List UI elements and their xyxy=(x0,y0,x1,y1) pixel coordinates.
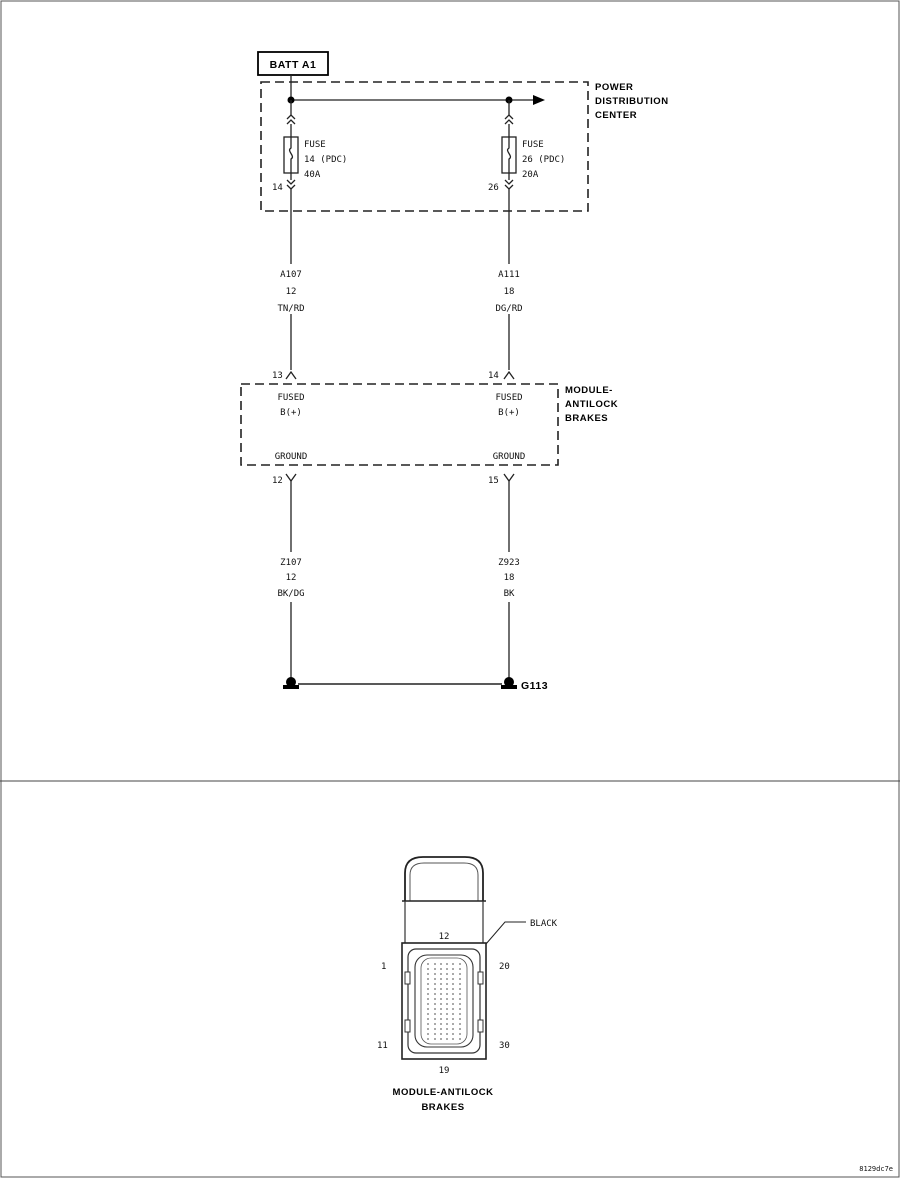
ground-label: G113 xyxy=(521,680,548,692)
pdc-outline xyxy=(260,81,589,212)
fuse-26-line-3: 20A xyxy=(522,170,539,180)
connector-chevron-icon xyxy=(286,179,296,190)
module-input-2-line-1: FUSED xyxy=(495,393,522,403)
input-connector-icon xyxy=(503,370,515,380)
batt-source-label: BATT A1 xyxy=(270,59,317,71)
module-title-line-3: BRAKES xyxy=(565,413,608,424)
module-input-1-line-2: B(+) xyxy=(280,408,302,418)
fuse-14-line-1: FUSE xyxy=(304,140,326,150)
connector-title-line-1: MODULE-ANTILOCK xyxy=(393,1087,494,1098)
connector-chevron-icon xyxy=(504,179,514,190)
fuse-14 xyxy=(283,100,299,190)
pdc-title-line-3: CENTER xyxy=(595,110,637,121)
wire-label-bg xyxy=(493,552,525,602)
module-title-line-2: ANTILOCK xyxy=(565,399,618,410)
figure-id: 8129dc7e xyxy=(859,1165,893,1173)
wire-z923-color: BK xyxy=(504,589,515,599)
pdc-title-line-2: DISTRIBUTION xyxy=(595,96,669,107)
wire-label-bg xyxy=(275,552,307,602)
wire-a111-gauge: 18 xyxy=(504,287,515,297)
connector-pin-11: 11 xyxy=(377,1041,388,1051)
wire-a111-color: DG/RD xyxy=(495,304,522,314)
connector-chevron-icon xyxy=(504,114,514,125)
module-input-pin-14: 14 xyxy=(488,371,499,381)
fuse-14-pin: 14 xyxy=(272,183,283,193)
input-connector-icon xyxy=(285,370,297,380)
ground-connector-icon xyxy=(285,473,297,483)
wire-a107-color: TN/RD xyxy=(277,304,304,314)
wire-label-bg xyxy=(493,264,525,314)
connector-title-line-2: BRAKES xyxy=(421,1102,464,1113)
bus-arrow-icon xyxy=(533,95,545,105)
ground-g113 xyxy=(283,677,517,689)
module-title-line-1: MODULE- xyxy=(565,385,613,396)
fuse-26 xyxy=(501,100,517,190)
module-ground-pin-15: 15 xyxy=(488,476,499,486)
connector-color-label: BLACK xyxy=(530,919,558,929)
fuse-26-pin: 26 xyxy=(488,183,499,193)
wire-z107-gauge: 12 xyxy=(286,573,297,583)
module-input-1-line-1: FUSED xyxy=(277,393,304,403)
wire-z107-color: BK/DG xyxy=(277,589,304,599)
ground-connector-icon xyxy=(503,473,515,483)
abs-connector-view xyxy=(401,856,526,1060)
wire-a107-circuit: A107 xyxy=(280,270,302,280)
connector-pin-19: 19 xyxy=(439,1066,450,1076)
wire-z107-circuit: Z107 xyxy=(280,558,302,568)
wire-label-bg xyxy=(275,264,307,314)
fuse-14-line-2: 14 (PDC) xyxy=(304,155,347,165)
connector-pin-12: 12 xyxy=(439,932,450,942)
module-input-pin-13: 13 xyxy=(272,371,283,381)
fuse-26-line-1: FUSE xyxy=(522,140,544,150)
module-ground-pin-12: 12 xyxy=(272,476,283,486)
module-ground-1-label: GROUND xyxy=(275,452,308,462)
batt-source-box xyxy=(257,51,329,76)
fuse-26-line-2: 26 (PDC) xyxy=(522,155,565,165)
wire-z923-circuit: Z923 xyxy=(498,558,520,568)
pdc-title-line-1: POWER xyxy=(595,82,633,93)
connector-pin-20: 20 xyxy=(499,962,510,972)
module-ground-2-label: GROUND xyxy=(493,452,526,462)
wire-a111-circuit: A111 xyxy=(498,270,520,280)
module-input-2-line-2: B(+) xyxy=(498,408,520,418)
ground-eyelet-icon xyxy=(504,677,514,687)
connector-pin-30: 30 xyxy=(499,1041,510,1051)
wire-z923-gauge: 18 xyxy=(504,573,515,583)
connector-pin-1: 1 xyxy=(381,962,386,972)
connector-chevron-icon xyxy=(286,114,296,125)
ground-eyelet-icon xyxy=(286,677,296,687)
wire-a107-gauge: 12 xyxy=(286,287,297,297)
fuse-14-line-3: 40A xyxy=(304,170,321,180)
abs-module-outline xyxy=(240,383,559,466)
